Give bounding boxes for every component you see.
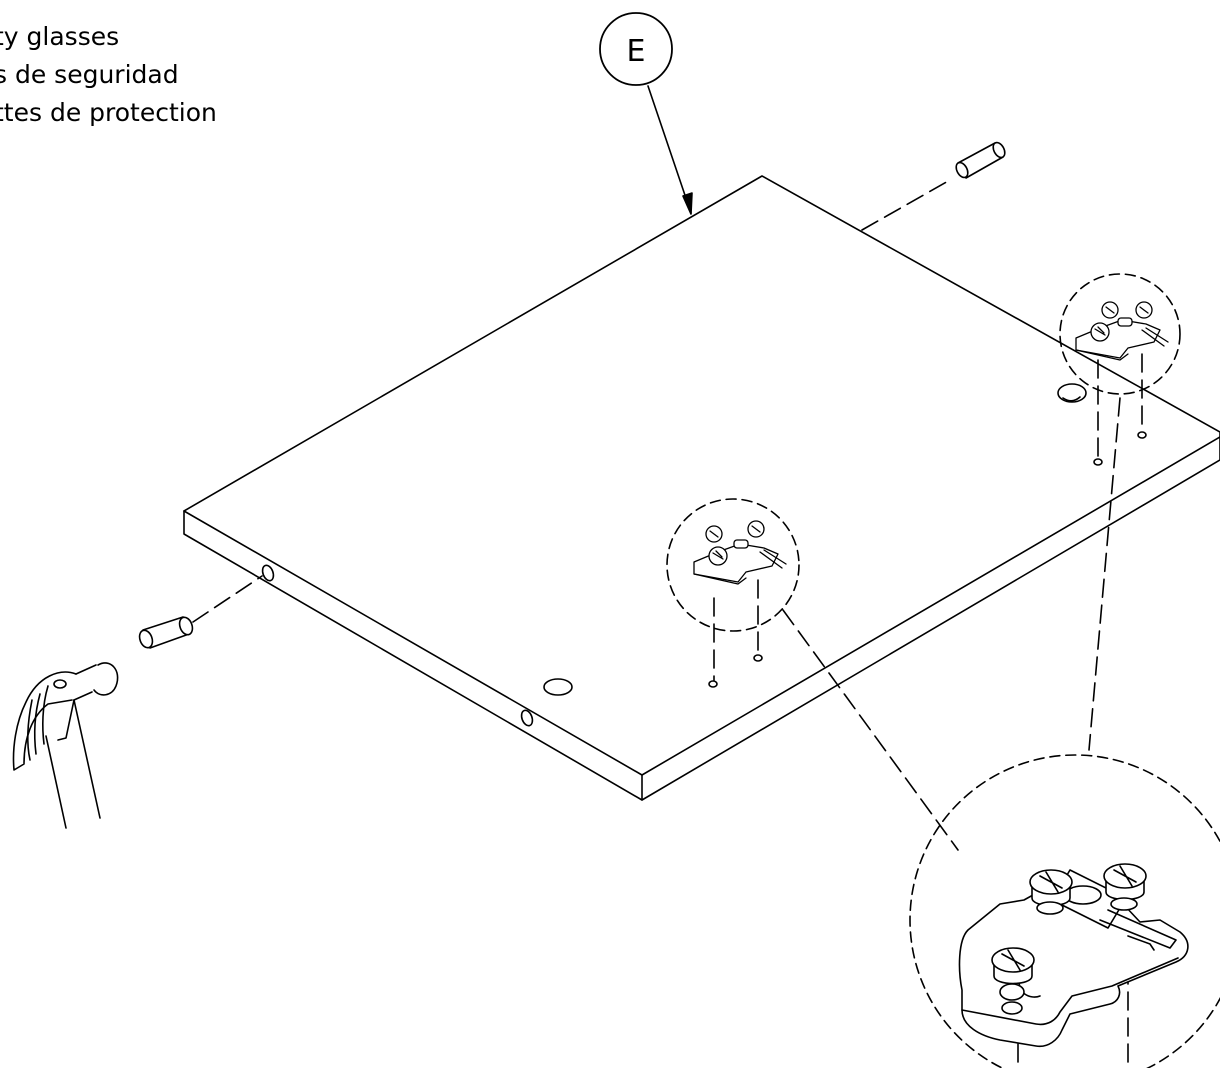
hammer-icon — [12, 662, 119, 829]
safety-warning-english: ty glasses — [0, 22, 120, 51]
part-callout-label: E — [627, 34, 646, 69]
dowel-icon — [138, 616, 194, 649]
hinge-plate-icon — [1075, 301, 1169, 361]
hinge-plate-icon — [693, 520, 787, 585]
safety-warning-spanish: s de seguridad — [0, 60, 179, 89]
dowel-icon — [955, 141, 1006, 179]
detail-circles — [666, 273, 1220, 1072]
shelf-panel — [183, 175, 1220, 801]
hinge-plate-icon — [958, 863, 1189, 1048]
part-callout: E — [599, 12, 693, 215]
safety-warning-french: ttes de protection — [0, 98, 217, 127]
